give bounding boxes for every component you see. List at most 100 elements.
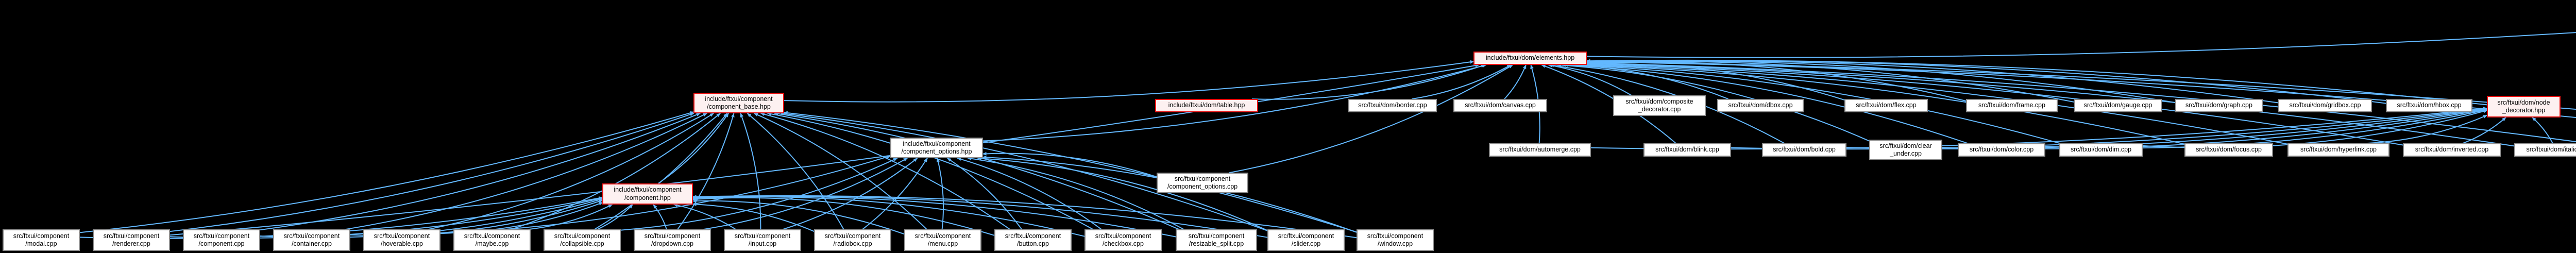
graph-node-component_options_hpp[interactable]: include/ftxui/component/component_option… xyxy=(890,138,983,158)
include-edge xyxy=(428,112,714,230)
graph-node-maybe_cpp[interactable]: src/ftxui/component/maybe.cpp xyxy=(453,229,531,251)
graph-node-radiobox_cpp[interactable]: src/ftxui/component/radiobox.cpp xyxy=(814,229,891,251)
include-edge xyxy=(982,151,1158,178)
include-edge xyxy=(2367,114,2488,144)
graph-node-inverted_cpp[interactable]: src/ftxui/dom/inverted.cpp xyxy=(2403,143,2501,157)
include-edge xyxy=(862,158,928,230)
graph-node-hoverable_cpp[interactable]: src/ftxui/component/hoverable.cpp xyxy=(363,229,440,251)
graph-node-modal_cpp[interactable]: src/ftxui/component/modal.cpp xyxy=(3,229,80,251)
include-edge xyxy=(1412,64,1512,100)
include-edge xyxy=(1571,63,2060,144)
include-edge xyxy=(1586,62,2404,146)
include-edge xyxy=(1541,64,1676,144)
include-edge xyxy=(703,157,908,230)
include-edge xyxy=(1586,63,2289,145)
include-edge xyxy=(170,63,1480,236)
graph-node-elements_hpp[interactable]: include/ftxui/dom/elements.hpp xyxy=(1473,52,1587,65)
include-edge xyxy=(1550,63,1785,144)
include-edge xyxy=(1548,63,1632,96)
include-edge xyxy=(982,155,1358,233)
include-edge xyxy=(1557,63,1870,142)
graph-node-flex_cpp[interactable]: src/ftxui/dom/flex.cpp xyxy=(1844,99,1928,112)
include-edge xyxy=(440,155,891,234)
include-edge xyxy=(754,112,927,230)
graph-node-gauge_cpp[interactable]: src/ftxui/dom/gauge.cpp xyxy=(2074,99,2162,112)
graph-node-frame_cpp[interactable]: src/ftxui/dom/frame.cpp xyxy=(1966,99,2058,112)
graph-node-hbox_cpp[interactable]: src/ftxui/dom/hbox.cpp xyxy=(2386,99,2472,112)
graph-node-menu_cpp[interactable]: src/ftxui/component/menu.cpp xyxy=(904,229,981,251)
graph-node-component_options_cpp[interactable]: src/ftxui/component/component_options.cp… xyxy=(1157,173,1248,193)
graph-node-resizable_split_cpp[interactable]: src/ftxui/component/resizable_split.cpp xyxy=(1176,229,1257,251)
graph-node-node_decorator_hpp[interactable]: src/ftxui/dom/node_decorator.hpp xyxy=(2487,96,2561,117)
graph-node-slider_cpp[interactable]: src/ftxui/component/slider.cpp xyxy=(1267,229,1345,251)
graph-node-italic_cpp[interactable]: src/ftxui/dom/italic.cpp xyxy=(2514,143,2576,157)
graph-node-border_cpp[interactable]: src/ftxui/dom/border.cpp xyxy=(1348,99,1437,112)
include-edge xyxy=(692,195,1357,239)
graph-node-bold_cpp[interactable]: src/ftxui/dom/bold.cpp xyxy=(1762,143,1846,157)
graph-node-input_cpp[interactable]: src/ftxui/component/input.cpp xyxy=(724,229,801,251)
include-edge xyxy=(1504,64,1527,99)
include-edge xyxy=(1586,60,2576,118)
graph-node-table_hpp[interactable]: include/ftxui/dom/table.hpp xyxy=(1155,99,1258,112)
graph-node-dim_cpp[interactable]: src/ftxui/dom/dim.cpp xyxy=(2059,143,2143,157)
graph-node-renderer_cpp[interactable]: src/ftxui/component/renderer.cpp xyxy=(93,229,170,251)
graph-node-component_hpp[interactable]: include/ftxui/component/component.hpp xyxy=(602,183,693,205)
graph-node-component_base_hpp[interactable]: include/ftxui/component/component_base.h… xyxy=(693,93,784,113)
graph-node-color_cpp[interactable]: src/ftxui/dom/color.cpp xyxy=(1958,143,2045,157)
graph-node-canvas_cpp[interactable]: src/ftxui/dom/canvas.cpp xyxy=(1453,99,1547,112)
graph-node-composite_decorator_cpp[interactable]: src/ftxui/dom/composite_decorator.cpp xyxy=(1613,95,1706,116)
include-edge xyxy=(692,203,815,232)
graph-node-hyperlink_cpp[interactable]: src/ftxui/dom/hyperlink.cpp xyxy=(2287,143,2389,157)
include-edge xyxy=(936,158,944,230)
include-edge xyxy=(345,112,707,230)
include-edge xyxy=(781,112,1268,232)
include-edge xyxy=(2532,117,2553,144)
graph-node-dbox_cpp[interactable]: src/ftxui/dom/dbox.cpp xyxy=(1717,99,1804,112)
include-edge xyxy=(79,111,694,233)
include-edge xyxy=(260,112,701,231)
include-edge xyxy=(1586,60,2576,110)
include-edge xyxy=(957,157,1102,230)
include-edge xyxy=(170,112,694,232)
include-edge xyxy=(597,204,633,230)
include-edge xyxy=(947,157,1023,230)
graph-node-graph_cpp[interactable]: src/ftxui/dom/graph.cpp xyxy=(2175,99,2263,112)
include-edge xyxy=(511,113,721,230)
graph-node-collapsible_cpp[interactable]: src/ftxui/component/collapsible.cpp xyxy=(544,229,621,251)
include-edge xyxy=(767,112,1094,230)
include-edge xyxy=(677,113,735,230)
graph-node-button_cpp[interactable]: src/ftxui/component/button.cpp xyxy=(994,229,1072,251)
graph-node-component_cpp[interactable]: src/ftxui/component/component.cpp xyxy=(183,229,260,251)
graph-node-focus_cpp[interactable]: src/ftxui/dom/focus.cpp xyxy=(2184,143,2273,157)
include-edge xyxy=(740,113,761,230)
graph-node-automerge_cpp[interactable]: src/ftxui/dom/automerge.cpp xyxy=(1489,143,1591,157)
graph-node-gridbox_cpp[interactable]: src/ftxui/dom/gridbox.cpp xyxy=(2278,99,2372,112)
include-edge xyxy=(1251,64,1485,100)
include-edge xyxy=(1564,63,1968,144)
graph-node-window_cpp[interactable]: src/ftxui/component/window.cpp xyxy=(1357,229,1434,251)
include-edge xyxy=(982,64,1487,142)
graph-node-container_cpp[interactable]: src/ftxui/component/container.cpp xyxy=(273,229,350,251)
graph-node-blink_cpp[interactable]: src/ftxui/dom/blink.cpp xyxy=(1643,143,1731,157)
include-edge xyxy=(594,113,728,230)
include-edge xyxy=(1586,61,2576,143)
include-edge xyxy=(657,113,729,184)
include-edge xyxy=(653,204,667,230)
include-edge xyxy=(620,157,898,231)
include-edge xyxy=(1229,64,1513,174)
include-edge xyxy=(760,112,1010,230)
include-edge xyxy=(528,204,613,230)
include-edge xyxy=(967,157,1184,230)
graph-node-dropdown_cpp[interactable]: src/ftxui/component/dropdown.cpp xyxy=(634,229,711,251)
include-edge xyxy=(1586,59,2487,106)
include-edge xyxy=(1580,63,2185,145)
include-edge xyxy=(692,199,905,235)
include-edge xyxy=(747,113,844,230)
include-edge xyxy=(977,156,1268,231)
include-edge xyxy=(782,158,918,230)
include-edge xyxy=(784,60,1475,103)
graph-node-checkbox_cpp[interactable]: src/ftxui/component/checkbox.cpp xyxy=(1084,229,1162,251)
graph-node-clear_under_cpp[interactable]: src/ftxui/dom/clear_under.cpp xyxy=(1869,140,1942,160)
